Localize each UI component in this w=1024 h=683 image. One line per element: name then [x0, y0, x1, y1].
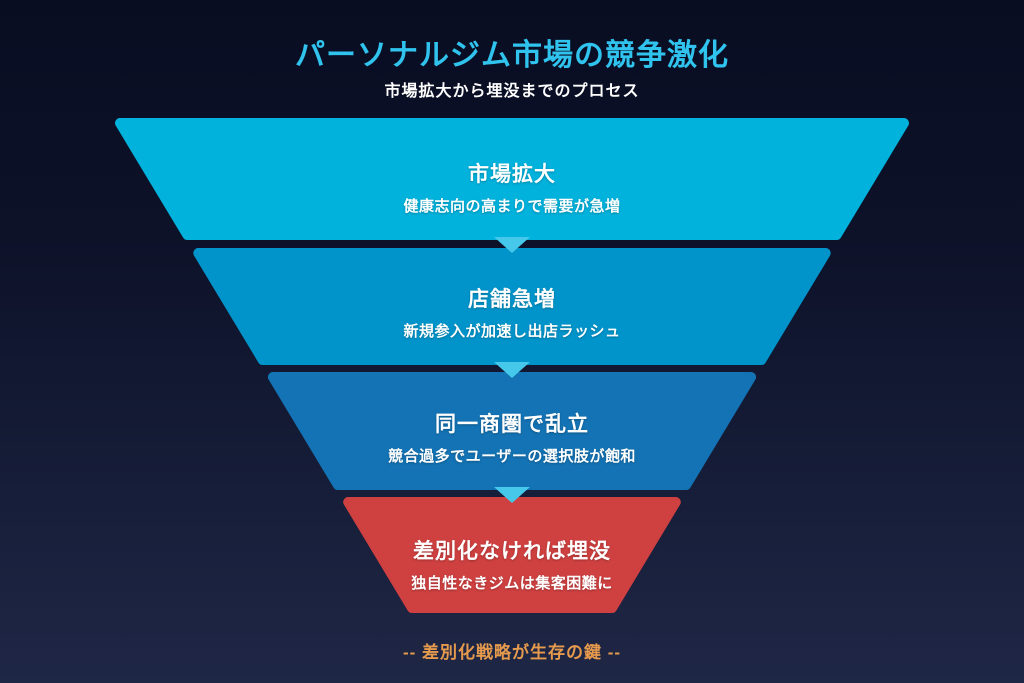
funnel-stage-1-subtitle: 健康志向の高まりで需要が急増 — [403, 198, 621, 215]
funnel-stage-4-text: 差別化なければ埋没 独自性なきジムは集客困難に — [0, 535, 1024, 593]
funnel-stage-1-text: 市場拡大 健康志向の高まりで需要が急増 — [0, 158, 1024, 216]
arrow-down-icon — [494, 362, 530, 378]
page-subtitle: 市場拡大から埋没までのプロセス — [384, 83, 640, 100]
funnel-stage-1-shape — [115, 118, 909, 240]
arrow-down-icon — [494, 487, 530, 503]
funnel-stage-2-text: 店舗急増 新規参入が加速し出店ラッシュ — [0, 283, 1024, 341]
funnel-stage-3-shape — [267, 372, 757, 490]
arrow-down-icon — [494, 237, 530, 253]
funnel-stage-3-text: 同一商圏で乱立 競合過多でユーザーの選択肢が飽和 — [0, 408, 1024, 466]
funnel-stage-1-title: 市場拡大 — [468, 163, 556, 186]
funnel-stage-2-subtitle: 新規参入が加速し出店ラッシュ — [403, 323, 621, 340]
funnel-stage-4-shape — [343, 497, 681, 613]
funnel-stage-2-shape — [193, 248, 831, 365]
page-title: パーソナルジム市場の競争激化 — [295, 39, 729, 72]
funnel-stage-3-subtitle: 競合過多でユーザーの選択肢が飽和 — [388, 448, 636, 465]
funnel-stage-2-title: 店舗急増 — [468, 288, 556, 311]
footer-note: -- 差別化戦略が生存の鍵 -- — [402, 643, 622, 662]
funnel-stage-4-subtitle: 独自性なきジムは集客困難に — [411, 575, 613, 592]
funnel-stage-3-title: 同一商圏で乱立 — [435, 413, 589, 436]
funnel-stage-4-title: 差別化なければ埋没 — [413, 540, 611, 563]
